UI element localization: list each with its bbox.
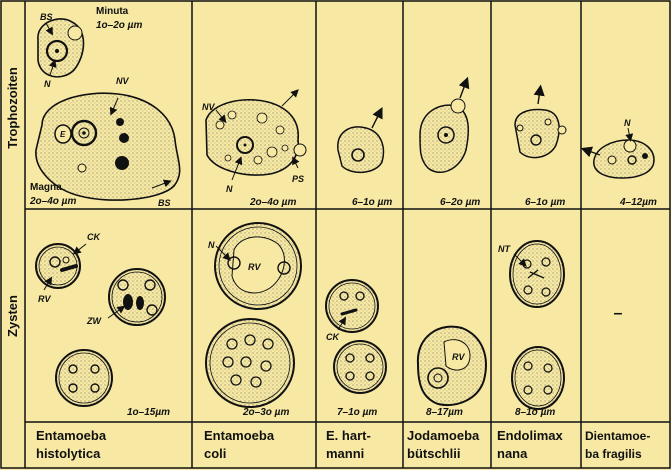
species-name-5-line2: nana [497, 446, 528, 461]
species-name-4-line2: bütschlii [407, 446, 460, 461]
label-e-magna: E [60, 130, 66, 139]
nana-cysts [509, 240, 565, 410]
size-hartmanni-troph: 6–1o µm [352, 197, 392, 208]
species-name-1-line1: Entamoeba [36, 428, 107, 443]
species-name-6-line2: ba fragilis [585, 447, 642, 461]
species-name-1-line2: histolytica [36, 446, 101, 461]
form-minuta: Minuta [96, 6, 129, 17]
species-name-5-line1: Endolimax [497, 428, 564, 443]
no-cyst-fragilis: – [614, 305, 623, 322]
nana-trophozoite [514, 84, 567, 159]
coli-cysts [205, 222, 302, 408]
size-nana-cyst: 8–1o µm [515, 407, 555, 418]
histolytica-minuta-trophozoite [37, 18, 85, 78]
label-ck-histolytica: CK [87, 232, 101, 242]
size-histolytica-cyst: 1o–15µm [127, 407, 170, 418]
size-butschlii-troph: 6–2o µm [440, 197, 480, 208]
size-coli-cyst: 2o–3o µm [242, 407, 289, 418]
label-rv-butschlii: RV [452, 352, 465, 362]
species-name-3-line1: E. hart- [326, 428, 371, 443]
label-nv-magna: NV [116, 76, 129, 86]
species-name-4-line1: Jodamoeba [407, 428, 480, 443]
species-name-3-line2: manni [326, 446, 364, 461]
label-rv-coli-cyst: RV [248, 262, 261, 272]
butschlii-cyst [416, 325, 487, 406]
label-nt-nana: NT [498, 244, 511, 254]
label-n-coli: N [226, 184, 233, 194]
size-minuta: 1o–2o µm [96, 20, 142, 31]
label-bs-minuta: BS [40, 12, 53, 22]
label-n-fragilis: N [624, 118, 631, 128]
hartmanni-trophozoite [337, 106, 385, 174]
label-bs-magna: BS [158, 198, 171, 208]
butschlii-trophozoite [419, 76, 470, 173]
fragilis-trophozoite [580, 127, 655, 179]
size-hartmanni-cyst: 7–1o µm [337, 407, 377, 418]
label-rv-histolytica: RV [38, 294, 51, 304]
label-zw-histolytica: ZW [86, 316, 102, 326]
label-nv-coli: NV [202, 102, 215, 112]
species-name-2-line1: Entamoeba [204, 428, 275, 443]
label-n-coli-cyst: N [208, 240, 215, 250]
size-nana-troph: 6–1o µm [525, 197, 565, 208]
label-n-minuta: N [44, 79, 51, 89]
species-name-2-line2: coli [204, 446, 226, 461]
label-ps-coli: PS [292, 174, 304, 184]
label-ck-hartmanni: CK [326, 332, 340, 342]
row-label-zysten: Zysten [5, 295, 20, 337]
size-butschlii-cyst: 8–17µm [426, 407, 463, 418]
size-magna: 2o–4o µm [29, 196, 76, 207]
size-coli-troph: 2o–4o µm [249, 197, 296, 208]
histolytica-cysts [35, 243, 166, 407]
form-magna: Magna [30, 182, 62, 193]
species-name-6-line1: Dientamoe- [585, 429, 650, 443]
histolytica-magna-trophozoite [35, 92, 181, 201]
coli-trophozoite [205, 89, 307, 181]
size-fragilis-troph: 4–12µm [619, 197, 657, 208]
row-label-trophozoiten: Trophozoiten [5, 67, 20, 149]
hartmanni-cysts [325, 279, 387, 394]
